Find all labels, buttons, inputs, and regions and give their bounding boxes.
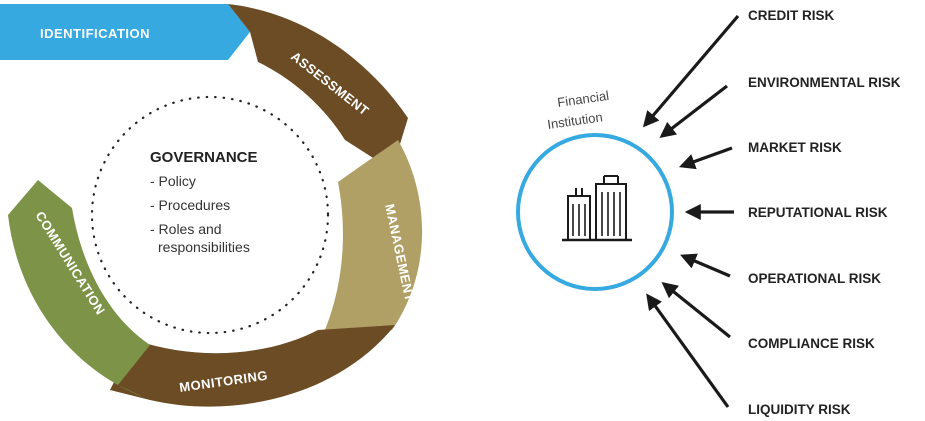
buildings-icon xyxy=(562,175,632,242)
risk-label-liquidity: LIQUIDITY RISK xyxy=(748,402,851,417)
risk-label-environmental: ENVIRONMENTAL RISK xyxy=(748,75,901,90)
governance-item-roles-cont: responsibilities xyxy=(158,239,250,255)
risk-labels: CREDIT RISK ENVIRONMENTAL RISK MARKET RI… xyxy=(748,8,901,417)
institution-label-line2: Institution xyxy=(546,109,603,132)
assessment-segment xyxy=(228,4,408,170)
management-segment xyxy=(310,140,423,360)
arrow-operational xyxy=(680,253,731,278)
identification-label: IDENTIFICATION xyxy=(40,26,150,41)
arrow-credit xyxy=(642,14,740,128)
arrow-environmental xyxy=(659,84,728,138)
risk-arrows xyxy=(642,14,740,408)
institution-group: Financial Institution xyxy=(516,88,674,291)
governance-item-procedures: - Procedures xyxy=(150,197,230,213)
governance-title: GOVERNANCE xyxy=(150,149,258,166)
risk-label-compliance: COMPLIANCE RISK xyxy=(748,336,875,351)
risk-label-reputational: REPUTATIONAL RISK xyxy=(748,205,888,220)
risk-label-credit: CREDIT RISK xyxy=(748,8,835,23)
arrow-compliance xyxy=(661,281,732,339)
risk-cycle: IDENTIFICATION ASSESSMENT MANAGEMENT MON… xyxy=(0,4,423,407)
governance-ring xyxy=(90,95,330,335)
arrow-market xyxy=(678,146,733,170)
governance-item-roles: - Roles and xyxy=(150,221,222,237)
communication-segment xyxy=(8,180,150,398)
risk-label-operational: OPERATIONAL RISK xyxy=(748,271,881,286)
arrow-liquidity xyxy=(646,293,730,408)
governance-item-policy: - Policy xyxy=(150,173,196,189)
risk-label-market: MARKET RISK xyxy=(748,140,842,155)
identification-arrow xyxy=(0,4,250,60)
institution-label-line1: Financial xyxy=(556,88,610,110)
monitoring-segment xyxy=(110,325,395,407)
